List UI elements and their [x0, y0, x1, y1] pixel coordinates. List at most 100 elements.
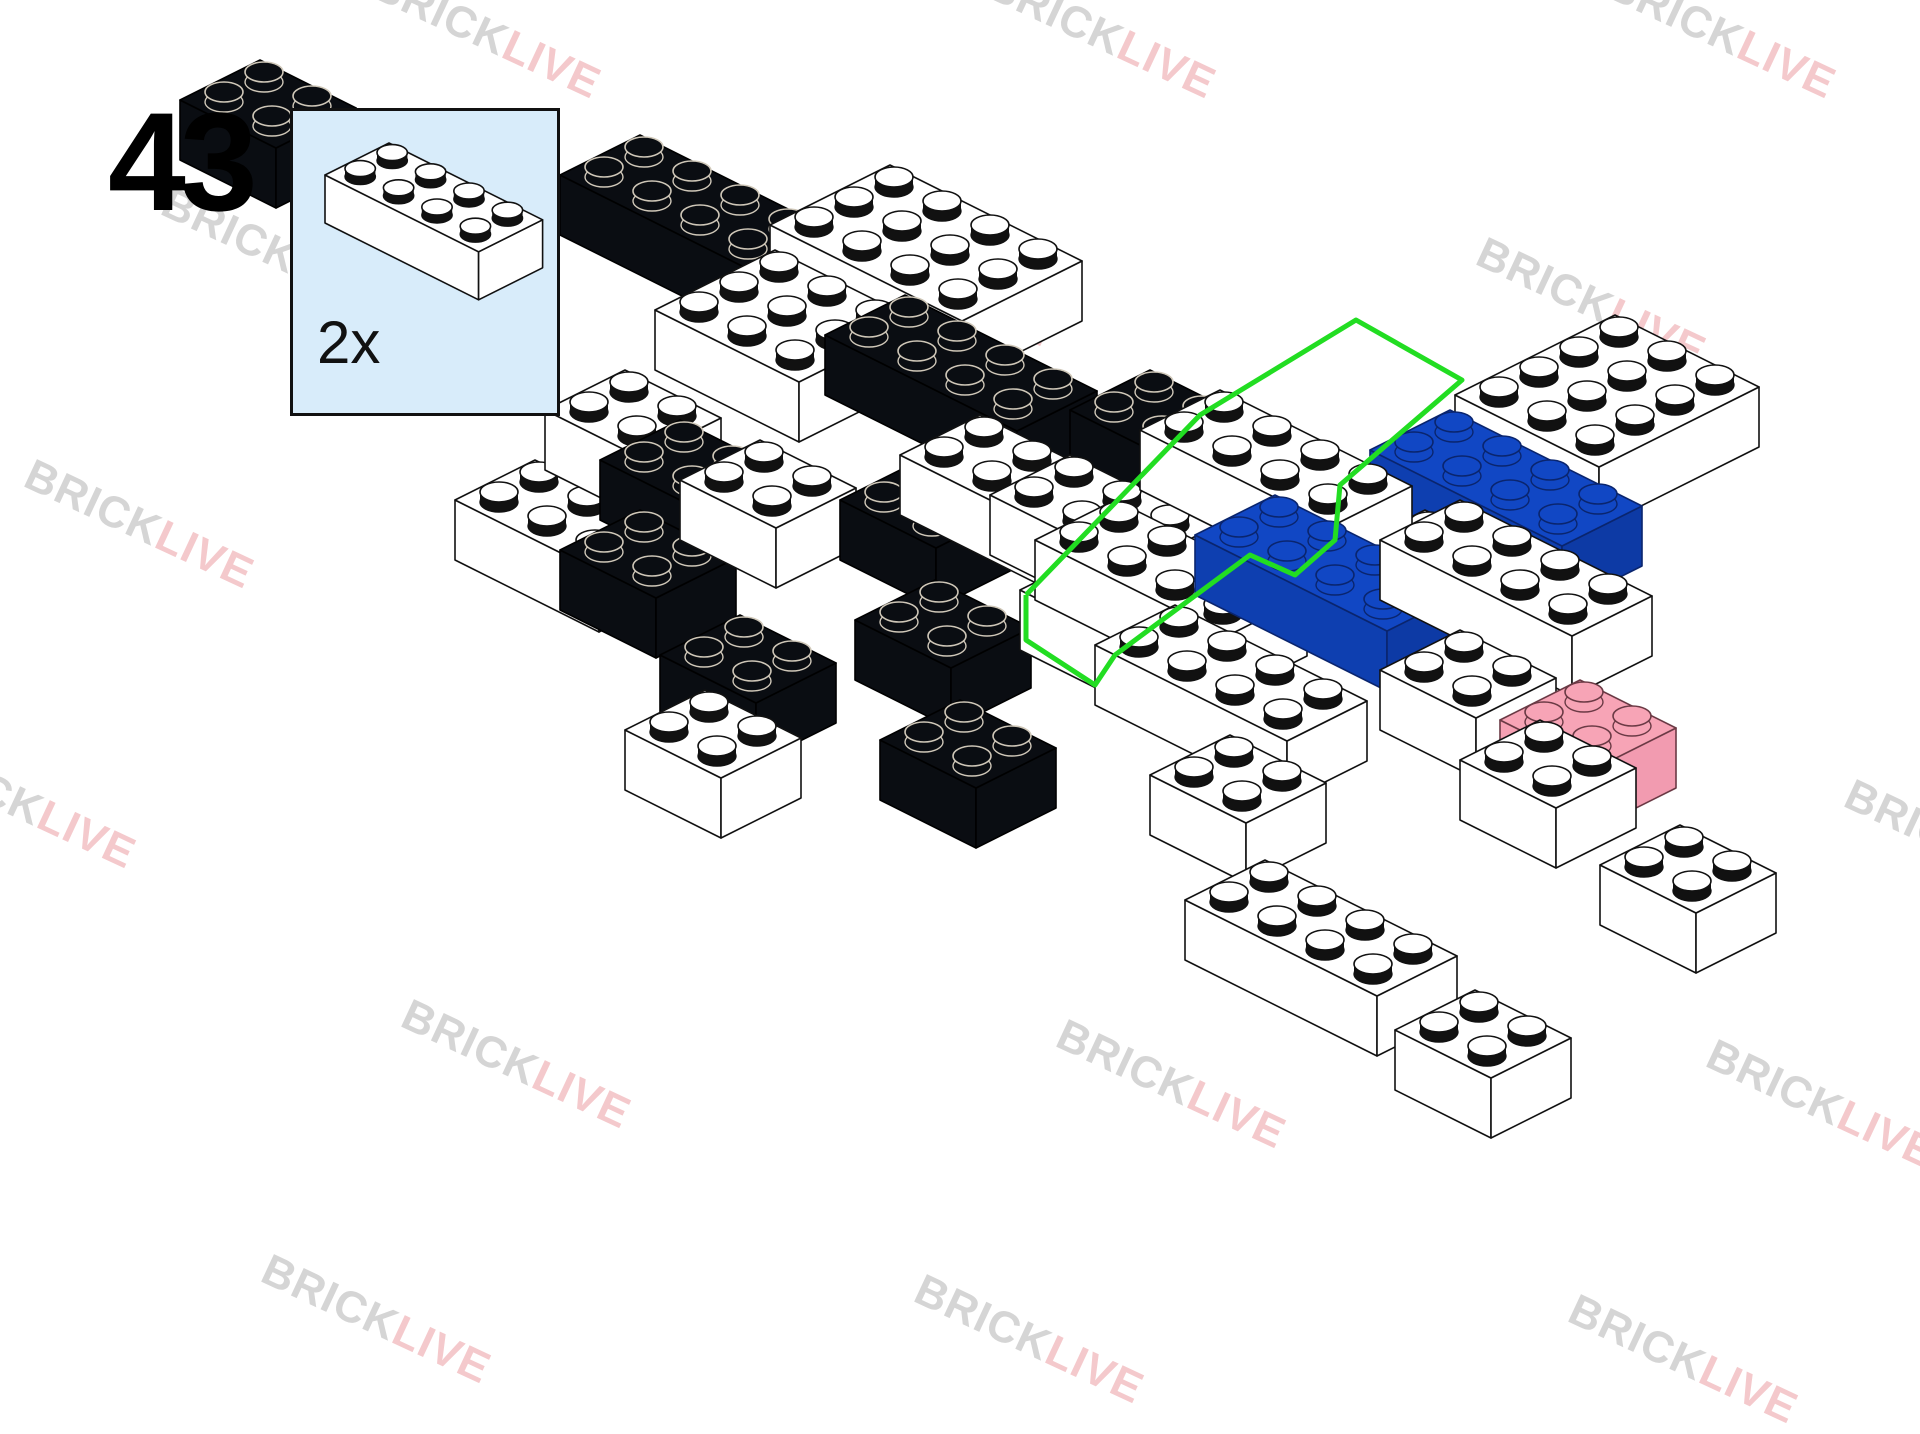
stud — [1159, 606, 1199, 638]
stud — [624, 511, 664, 543]
stud — [1530, 459, 1570, 491]
stud — [1452, 545, 1492, 577]
stud — [569, 391, 609, 423]
stud — [704, 461, 744, 493]
stud — [1548, 593, 1588, 625]
stud — [1695, 364, 1735, 396]
stud — [649, 711, 689, 743]
stud — [1519, 356, 1559, 388]
brick-model-illustration — [179, 59, 1777, 1139]
stud — [1348, 463, 1388, 495]
stud — [1107, 545, 1147, 577]
stud — [1444, 631, 1484, 663]
brick-2x2-white — [1394, 989, 1572, 1139]
stud — [204, 81, 244, 113]
stud — [1305, 929, 1345, 961]
stud — [922, 190, 962, 222]
stud — [1492, 525, 1532, 557]
stud — [1442, 455, 1482, 487]
brick-4x2-white — [1379, 499, 1653, 697]
brick-2x4-white — [324, 142, 544, 301]
stud — [978, 258, 1018, 290]
stud — [727, 315, 767, 347]
stud — [657, 395, 697, 427]
stud — [376, 143, 409, 170]
stud — [1559, 336, 1599, 368]
stud — [1444, 501, 1484, 533]
stud — [1345, 909, 1385, 941]
stud — [632, 555, 672, 587]
stud — [737, 715, 777, 747]
stud — [732, 660, 772, 692]
stud — [792, 465, 832, 497]
stud — [720, 184, 760, 216]
stud — [344, 159, 377, 186]
stud — [889, 296, 929, 328]
stud — [1419, 1011, 1459, 1043]
stud — [772, 640, 812, 672]
stud — [1578, 483, 1618, 515]
stud — [1672, 870, 1712, 902]
stud — [752, 485, 792, 517]
stud — [927, 625, 967, 657]
stud — [1263, 698, 1303, 730]
stud — [624, 441, 664, 473]
stud — [252, 105, 292, 137]
stud — [664, 421, 704, 453]
stud — [1012, 440, 1052, 472]
stud — [1615, 404, 1655, 436]
stud — [1490, 479, 1530, 511]
stud — [672, 160, 712, 192]
stud — [1219, 516, 1259, 548]
stud — [1255, 654, 1295, 686]
stud — [680, 204, 720, 236]
stud — [244, 61, 284, 93]
stud — [919, 581, 959, 613]
stud — [864, 481, 904, 513]
stud — [1315, 564, 1355, 596]
stud — [414, 162, 447, 189]
brick-2x2-black — [854, 579, 1032, 729]
stud — [879, 601, 919, 633]
stud — [1507, 1015, 1547, 1047]
brick-2x2-white — [1149, 734, 1327, 884]
stud — [1147, 525, 1187, 557]
step-number: 43 — [108, 83, 258, 240]
stud — [1394, 431, 1434, 463]
stud — [728, 228, 768, 260]
stud — [1500, 569, 1540, 601]
new-part-highlight — [1023, 317, 1465, 688]
stud — [1018, 238, 1058, 270]
part-quantity: 2x — [317, 309, 381, 376]
stud — [993, 388, 1033, 420]
stud — [459, 217, 492, 243]
stud — [992, 725, 1032, 757]
stud — [945, 364, 985, 396]
stud — [794, 206, 834, 238]
stud — [1214, 736, 1254, 768]
stud — [453, 182, 486, 208]
brick-2x2-black — [659, 614, 837, 764]
stud — [1647, 340, 1687, 372]
stud — [1262, 760, 1302, 792]
stud — [1567, 380, 1607, 412]
stud — [1434, 411, 1474, 443]
stud — [930, 234, 970, 266]
stud — [1532, 765, 1572, 797]
stud — [1303, 678, 1343, 710]
stud — [1119, 626, 1159, 658]
brick-2x2-white — [679, 439, 857, 589]
stud — [944, 701, 984, 733]
stud — [834, 186, 874, 218]
stud — [624, 136, 664, 168]
stud — [842, 230, 882, 262]
stud — [1014, 476, 1054, 508]
stud — [1588, 573, 1628, 605]
stud — [937, 320, 977, 352]
stud — [1540, 549, 1580, 581]
stud — [519, 461, 559, 493]
stud — [972, 460, 1012, 492]
stud — [1452, 675, 1492, 707]
stud — [1664, 826, 1704, 858]
stud — [985, 344, 1025, 376]
